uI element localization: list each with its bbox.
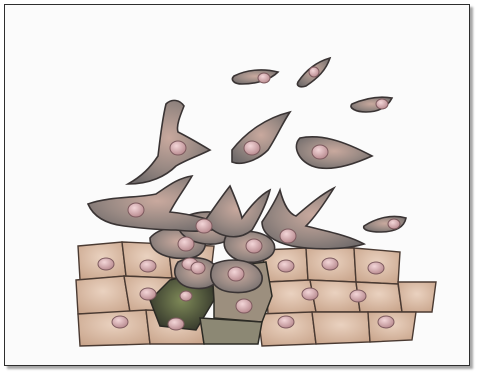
nucleus	[322, 258, 338, 270]
nucleus	[236, 299, 252, 313]
nucleus	[278, 316, 294, 328]
damaged-cell	[200, 318, 262, 344]
nucleus	[170, 141, 186, 155]
nucleus	[378, 316, 394, 328]
nucleus	[258, 73, 270, 83]
nucleus	[178, 237, 194, 251]
epithelial-cell	[312, 312, 370, 344]
spindle-cell	[296, 137, 372, 169]
nucleus	[228, 267, 244, 281]
nucleus	[168, 318, 184, 330]
nucleus	[196, 219, 212, 233]
epithelial-cell	[76, 276, 130, 314]
epithelial-cell	[368, 312, 416, 342]
nucleus	[368, 262, 384, 274]
nucleus	[244, 141, 260, 155]
epithelial-cell	[78, 310, 150, 346]
nucleus	[350, 290, 366, 302]
nucleus	[246, 239, 262, 253]
spindle-cell	[204, 186, 270, 237]
nucleus	[191, 262, 205, 274]
nucleus	[180, 291, 192, 301]
nucleus	[128, 203, 144, 217]
epithelial-cell	[398, 282, 436, 312]
nucleus	[280, 229, 296, 243]
spindle-cell	[232, 112, 290, 163]
nucleus	[112, 316, 128, 328]
nucleus	[140, 260, 156, 272]
nucleus	[278, 260, 294, 272]
nucleus	[376, 99, 388, 109]
nucleus	[302, 288, 318, 300]
nucleus	[388, 219, 400, 229]
nucleus	[140, 288, 156, 300]
nucleus	[98, 258, 114, 270]
nucleus	[312, 145, 328, 159]
nucleus	[309, 67, 319, 77]
spindle-cell	[262, 188, 364, 249]
spindle-cell	[128, 100, 210, 184]
spindle-cell	[232, 70, 278, 84]
